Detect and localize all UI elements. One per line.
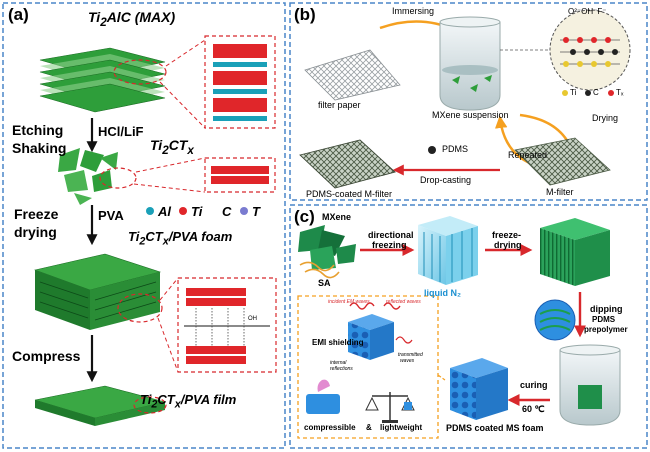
- mxene-sa-mix: [298, 225, 356, 279]
- acid-label: HCl/LiF: [98, 124, 144, 139]
- sa-label: SA: [318, 278, 331, 288]
- terminations-label: O²⁻OH⁻F⁻: [568, 7, 607, 16]
- al-atom-icon: [146, 207, 154, 215]
- m-filter: [514, 137, 611, 186]
- filter-paper: [304, 49, 401, 101]
- foam-label: Ti2CTx/PVA foam: [128, 229, 233, 248]
- mxene-structure-circle: [549, 9, 631, 91]
- drying-b-label: Drying: [592, 113, 619, 123]
- mxene-atoms: [560, 37, 620, 67]
- pdms-b-label: PDMS: [442, 144, 469, 154]
- m-filter-label: M-filter: [546, 187, 574, 197]
- mxene-layer-2: [211, 176, 269, 184]
- panel-b-border: [289, 2, 648, 201]
- filter-paper-label: filter paper: [318, 100, 361, 110]
- transmitted-label-2: waves: [400, 358, 415, 364]
- c-atom-label: C: [593, 88, 599, 97]
- tx-legend-dot: [608, 90, 614, 96]
- pdms-coated-filter: [299, 139, 396, 189]
- panel-a-letter: (a): [8, 5, 29, 24]
- mxene-flakes: [58, 148, 118, 205]
- compress-label: Compress: [12, 348, 81, 364]
- oh-label: OH: [248, 316, 257, 322]
- panel-c-border: [289, 204, 648, 449]
- prepolymer-label: prepolymer: [584, 325, 628, 334]
- lightweight-label: lightweight: [380, 423, 423, 432]
- ti-legend-label: Ti: [191, 204, 203, 219]
- mxene-c-label: MXene: [322, 212, 352, 222]
- pdms-coated-label: PDMS-coated M-filter: [306, 189, 393, 199]
- panel-a-border: [2, 2, 286, 449]
- aerogel-zoom-circle: [534, 299, 576, 341]
- directional-label: directional: [368, 230, 414, 240]
- pva-bond-structure: [184, 288, 270, 364]
- film-label: Ti2CTx/PVA film: [140, 392, 237, 411]
- pva-foam-block: [33, 253, 162, 330]
- lightweight-icon: [365, 392, 415, 423]
- max-title: Ti2AlC (MAX): [88, 9, 176, 29]
- c-legend-label: C: [222, 204, 232, 219]
- immersing-label: Immersing: [392, 6, 435, 16]
- mxene-crystal-box: [204, 157, 276, 193]
- pva-label: PVA: [98, 208, 124, 223]
- mxene-layer-1: [211, 166, 269, 174]
- t-legend-label: T: [252, 204, 260, 219]
- max-stack: [39, 47, 166, 113]
- dipping-label: dipping: [590, 304, 623, 314]
- internal-label-2: reflections: [330, 366, 353, 372]
- compressible-label: compressible: [304, 423, 356, 432]
- drop-casting-label: Drop-casting: [420, 175, 472, 185]
- curing-label: curing: [520, 380, 548, 390]
- ti-atom-label: Ti: [570, 88, 577, 97]
- freezing-label: freezing: [372, 240, 407, 250]
- emi-cube: [348, 302, 413, 360]
- ti-legend-dot: [562, 90, 568, 96]
- reflected-label: reflected waves: [386, 299, 421, 305]
- transmitted-label-1: transmitted: [398, 352, 423, 358]
- max-crystal-structure: [213, 44, 267, 121]
- tx-atom-label: Tₓ: [616, 88, 624, 97]
- compressible-icon: [306, 379, 340, 414]
- emi-label: EMI shielding: [312, 338, 364, 347]
- ice-template: [418, 216, 478, 285]
- drying-label: drying: [14, 224, 57, 240]
- freeze-drying-c-label-2: drying: [494, 240, 522, 250]
- shaking-label: Shaking: [12, 140, 67, 156]
- c-legend-dot: [585, 90, 591, 96]
- panel-c-letter: (c): [294, 207, 315, 226]
- liquid-n2-label: liquid N₂: [424, 288, 461, 298]
- ti-atom-icon: [179, 207, 187, 215]
- ms-foam-label: PDMS coated MS foam: [446, 423, 544, 433]
- freeze-drying-c-label-1: freeze-: [492, 230, 522, 240]
- beaker-suspension: [439, 16, 501, 111]
- ms-foam: [450, 358, 508, 420]
- pdms-beaker: [559, 344, 621, 426]
- pva-film: [34, 385, 166, 426]
- repeated-label: Repeated: [508, 150, 548, 160]
- etching-label: Etching: [12, 122, 64, 138]
- panel-b-letter: (b): [294, 5, 316, 24]
- amp-label: &: [366, 423, 372, 432]
- temp-label: 60 ℃: [522, 404, 545, 414]
- ms-aerogel: [540, 218, 610, 286]
- pdms-c-label: PDMS: [592, 315, 616, 324]
- suspension-label: MXene suspension: [432, 110, 509, 120]
- max-zoom-circle: [113, 59, 167, 85]
- al-legend-label: Al: [158, 204, 171, 219]
- freeze-label: Freeze: [14, 206, 59, 222]
- incident-label: incident EM waves: [328, 299, 370, 305]
- pdms-drop: [428, 146, 436, 154]
- t-atom-icon: [240, 207, 248, 215]
- mxene-label: Ti2CTx: [150, 137, 194, 157]
- internal-label-1: internal: [330, 360, 347, 366]
